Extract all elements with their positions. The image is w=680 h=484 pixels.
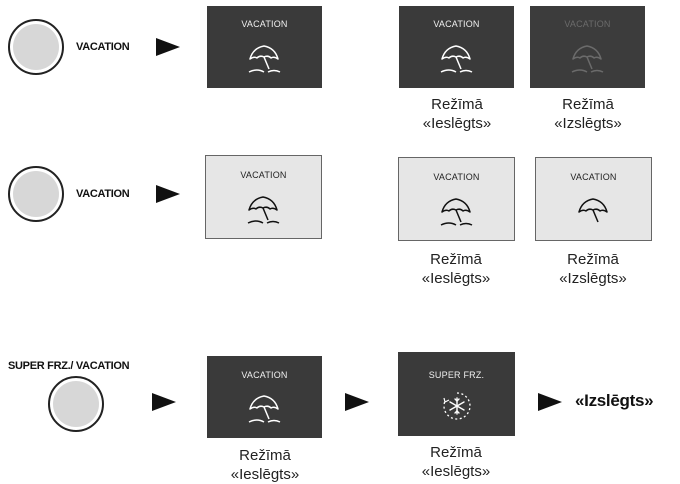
umbrella-icon bbox=[246, 196, 280, 224]
panel-title: SUPER FRZ. bbox=[428, 370, 485, 380]
super-frz-vacation-button[interactable] bbox=[48, 376, 104, 432]
vacation-button-label: VACATION bbox=[76, 41, 130, 53]
display-panel-vacation: VACATION bbox=[207, 6, 322, 88]
caption-line: «Ieslēgts» bbox=[421, 463, 491, 480]
super-frz-vacation-button-label: SUPER FRZ./ VACATION bbox=[8, 360, 130, 372]
umbrella-icon bbox=[439, 198, 473, 226]
arrow-right-icon bbox=[156, 185, 180, 203]
vacation-button[interactable] bbox=[8, 19, 64, 75]
snowflake-icon bbox=[442, 392, 471, 420]
umbrella-icon bbox=[577, 198, 608, 223]
vacation-button[interactable] bbox=[8, 166, 64, 222]
caption-line: Režīmā bbox=[567, 251, 619, 268]
caption-line: «Ieslēgts» bbox=[421, 270, 491, 287]
caption-line: Režīmā bbox=[562, 96, 614, 113]
panel-title: VACATION bbox=[570, 172, 617, 182]
panel-title: VACATION bbox=[240, 170, 287, 180]
umbrella-icon bbox=[439, 45, 473, 73]
panel-title: VACATION bbox=[433, 172, 480, 182]
caption-line: «Izslēgts» bbox=[559, 270, 627, 287]
caption-mode-off: Režīmā «Izslēgts» bbox=[513, 95, 663, 133]
display-panel-vacation-on: VACATION bbox=[398, 157, 515, 241]
display-panel-vacation-off: VACATION bbox=[530, 6, 645, 88]
caption-mode-off: Režīmā «Izslēgts» bbox=[518, 250, 668, 288]
panel-title: VACATION bbox=[564, 19, 611, 29]
final-state-label: «Izslēgts» bbox=[575, 391, 654, 410]
caption-vacation-on: Režīmā «Ieslēgts» bbox=[190, 446, 340, 484]
caption-line: Režīmā bbox=[430, 444, 482, 461]
umbrella-icon bbox=[570, 45, 604, 73]
arrow-right-icon bbox=[152, 393, 176, 411]
panel-title: VACATION bbox=[241, 19, 288, 29]
display-panel-vacation: VACATION bbox=[205, 155, 322, 239]
caption-line: Režīmā bbox=[430, 251, 482, 268]
vacation-button-label: VACATION bbox=[76, 188, 130, 200]
display-panel-vacation-on: VACATION bbox=[399, 6, 514, 88]
umbrella-icon bbox=[247, 395, 281, 423]
display-panel-super-frz: SUPER FRZ. bbox=[398, 352, 515, 436]
caption-super-frz-on: Režīmā «Ieslēgts» bbox=[381, 443, 531, 481]
panel-title: VACATION bbox=[433, 19, 480, 29]
caption-mode-on: Režīmā «Ieslēgts» bbox=[382, 95, 532, 133]
display-panel-vacation-off: VACATION bbox=[535, 157, 652, 241]
caption-mode-on: Režīmā «Ieslēgts» bbox=[381, 250, 531, 288]
display-panel-vacation: VACATION bbox=[207, 356, 322, 438]
arrow-right-icon bbox=[156, 38, 180, 56]
panel-title: VACATION bbox=[241, 370, 288, 380]
caption-line: «Ieslēgts» bbox=[230, 466, 300, 483]
arrow-right-icon bbox=[538, 393, 562, 411]
caption-line: Režīmā bbox=[239, 447, 291, 464]
caption-line: Režīmā bbox=[431, 96, 483, 113]
arrow-right-icon bbox=[345, 393, 369, 411]
caption-line: «Izslēgts» bbox=[554, 115, 622, 132]
caption-line: «Ieslēgts» bbox=[422, 115, 492, 132]
umbrella-icon bbox=[247, 45, 281, 73]
